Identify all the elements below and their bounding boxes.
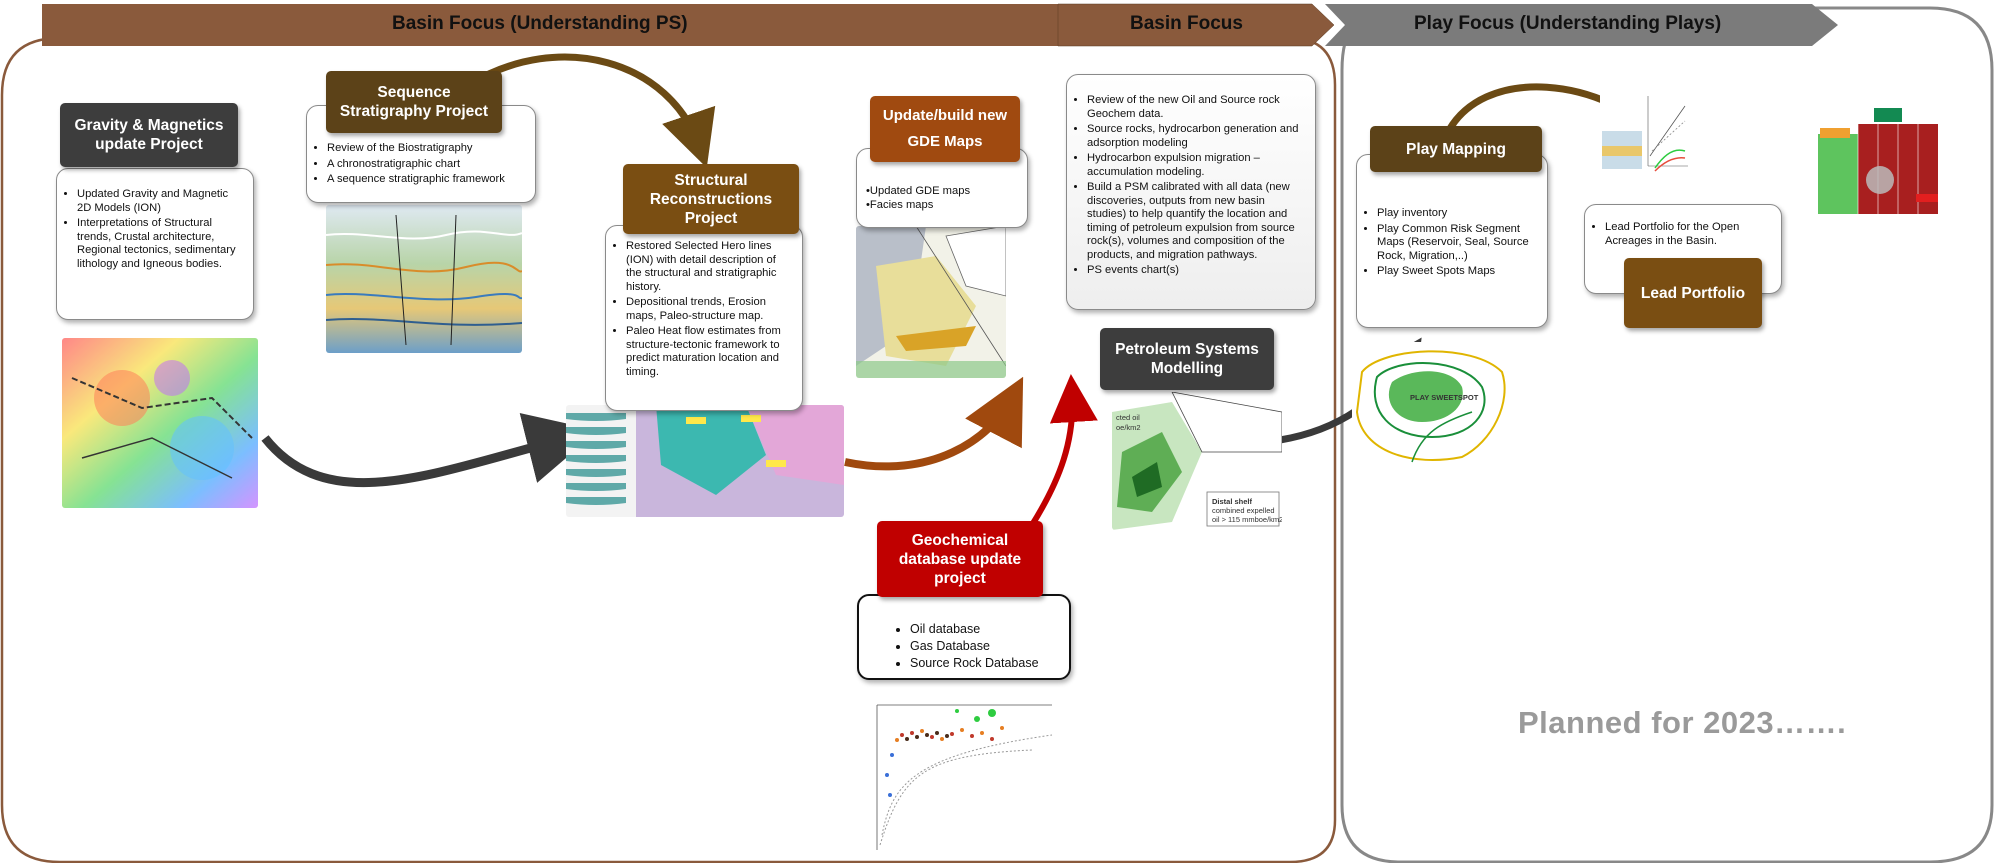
- gde-item: •Updated GDE maps: [866, 185, 971, 197]
- psm-map-image: Distal shelf combined expelled oil > 115…: [1112, 392, 1282, 530]
- lead-charts-image-1: [1600, 86, 1690, 178]
- psm-map-label-combined: combined expelled: [1212, 506, 1275, 515]
- lead-portfolio-title: Lead Portfolio: [1624, 258, 1762, 328]
- geochem-scatter-image: [852, 695, 1057, 855]
- psm-map-label-unit: oe/km2: [1116, 423, 1141, 432]
- psm-project-title: Petroleum Systems Modelling: [1100, 328, 1274, 390]
- banner-shape-2: [1057, 3, 1335, 47]
- lead-map-image: [1818, 98, 1940, 233]
- psm-review-item: Hydrocarbon expulsion migration – accumu…: [1087, 152, 1306, 179]
- gravity-details-box: Updated Gravity and Magnetic 2D Models (…: [56, 168, 254, 320]
- psm-review-box: Review of the new Oil and Source rock Ge…: [1066, 74, 1316, 310]
- psm-review-item: Review of the new Oil and Source rock Ge…: [1087, 94, 1306, 121]
- geochem-item: Gas Database: [910, 639, 1060, 654]
- play-mapping-item: Play Common Risk Segment Maps (Reservoir…: [1377, 223, 1538, 264]
- structural-project-title: Structural Reconstructions Project: [623, 164, 799, 234]
- geochem-project-title: Geochemical database update project: [877, 521, 1043, 597]
- gde-item: •Facies maps: [866, 198, 934, 211]
- psm-map-label-volume: oil > 115 mmboe/km2!!!: [1212, 515, 1282, 524]
- sequence-item: A sequence stratigraphic framework: [327, 173, 526, 187]
- banner-label-basin-ps: Basin Focus (Understanding PS): [392, 13, 688, 34]
- sequence-project-title: Sequence Stratigraphy Project: [326, 71, 502, 133]
- structural-item: Restored Selected Hero lines (ION) with …: [626, 240, 793, 294]
- structural-reconstruction-image: [566, 405, 844, 517]
- geochem-details-box: Oil database Gas Database Source Rock Da…: [857, 594, 1071, 680]
- lead-item: Lead Portfolio for the Open Acreages in …: [1605, 221, 1772, 248]
- psm-review-item: Build a PSM calibrated with all data (ne…: [1087, 181, 1306, 262]
- gravity-map-image: [62, 338, 258, 508]
- sequence-item: A chronostratigraphic chart: [327, 158, 526, 172]
- gravity-project-title: Gravity & Magnetics update Project: [60, 103, 238, 167]
- psm-review-item: PS events chart(s): [1087, 264, 1306, 278]
- arrow-geochem-to-psm: [1029, 374, 1098, 527]
- banner-shape-3: [1325, 4, 1838, 46]
- gravity-item: Interpretations of Structural trends, Cr…: [77, 217, 244, 271]
- arrow-sequence-to-structural: [468, 53, 716, 168]
- gravity-item: Updated Gravity and Magnetic 2D Models (…: [77, 188, 244, 215]
- structural-details-box: Restored Selected Hero lines (ION) with …: [605, 225, 803, 411]
- arrow-structural-to-gde: [844, 376, 1024, 471]
- play-mapping-details-box: Play inventory Play Common Risk Segment …: [1356, 154, 1548, 328]
- sequence-item: Review of the Biostratigraphy: [327, 142, 526, 156]
- play-sweetspot-map-image: PLAY SWEETSPOT: [1352, 342, 1510, 470]
- banner-label-play: Play Focus (Understanding Plays): [1414, 13, 1722, 34]
- gde-map-image: [856, 226, 1006, 378]
- psm-map-label-oil: cted oil: [1116, 413, 1140, 422]
- play-focus-frame: [1340, 6, 1994, 863]
- play-mapping-item: Play Sweet Spots Maps: [1377, 265, 1538, 279]
- play-mapping-title: Play Mapping: [1370, 126, 1542, 172]
- planned-note: Planned for 2023…….: [1518, 705, 1847, 740]
- banner-shape-1: [42, 4, 1058, 46]
- seismic-section-image: [326, 205, 522, 353]
- structural-item: Paleo Heat flow estimates from structure…: [626, 325, 793, 379]
- psm-review-item: Source rocks, hydrocarbon generation and…: [1087, 123, 1306, 150]
- psm-map-label-distal: Distal shelf: [1212, 497, 1253, 506]
- banner-label-basin: Basin Focus: [1130, 13, 1243, 34]
- play-map-sweetspot-label: PLAY SWEETSPOT: [1410, 393, 1479, 402]
- play-mapping-item: Play inventory: [1377, 207, 1538, 221]
- geochem-item: Source Rock Database: [910, 656, 1060, 671]
- structural-item: Depositional trends, Erosion maps, Paleo…: [626, 296, 793, 323]
- arrow-gravity-to-structural: [261, 412, 599, 488]
- geochem-item: Oil database: [910, 622, 1060, 637]
- gde-project-title: Update/build new GDE Maps: [870, 96, 1020, 162]
- basin-focus-frame: [0, 36, 1337, 863]
